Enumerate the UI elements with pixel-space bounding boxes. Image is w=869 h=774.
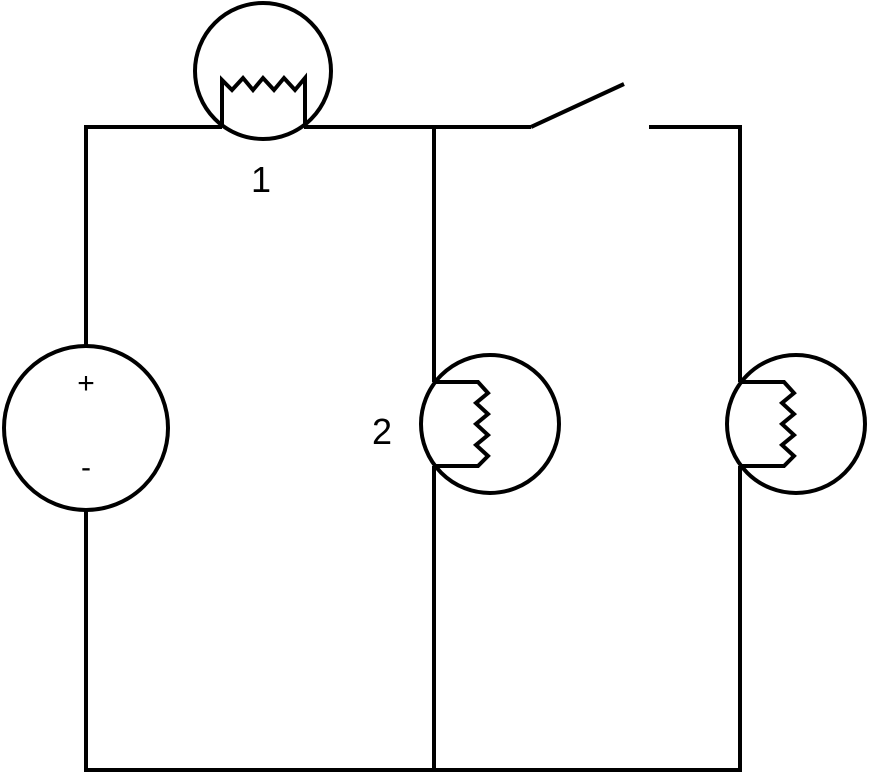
bulb-2-filament <box>434 380 492 468</box>
bulb-1: 1 <box>193 1 333 200</box>
wires <box>84 125 742 772</box>
switch <box>530 82 625 129</box>
bulb-3-filament <box>740 380 798 468</box>
bulb-1-globe <box>193 1 333 141</box>
battery-plus-sign: + <box>77 367 95 400</box>
battery-minus-sign: - <box>81 451 91 484</box>
bulb-3 <box>725 353 867 495</box>
bulb-2-label: 2 <box>372 411 392 452</box>
bulb-3-globe <box>725 353 867 495</box>
bulb-1-label: 1 <box>251 159 271 200</box>
battery-body <box>2 344 170 512</box>
switch-lever <box>530 82 625 129</box>
bulb-2: 2 <box>372 353 561 495</box>
bulb-1-filament <box>220 72 307 127</box>
bulb-2-globe <box>419 353 561 495</box>
battery: + - <box>2 344 170 512</box>
